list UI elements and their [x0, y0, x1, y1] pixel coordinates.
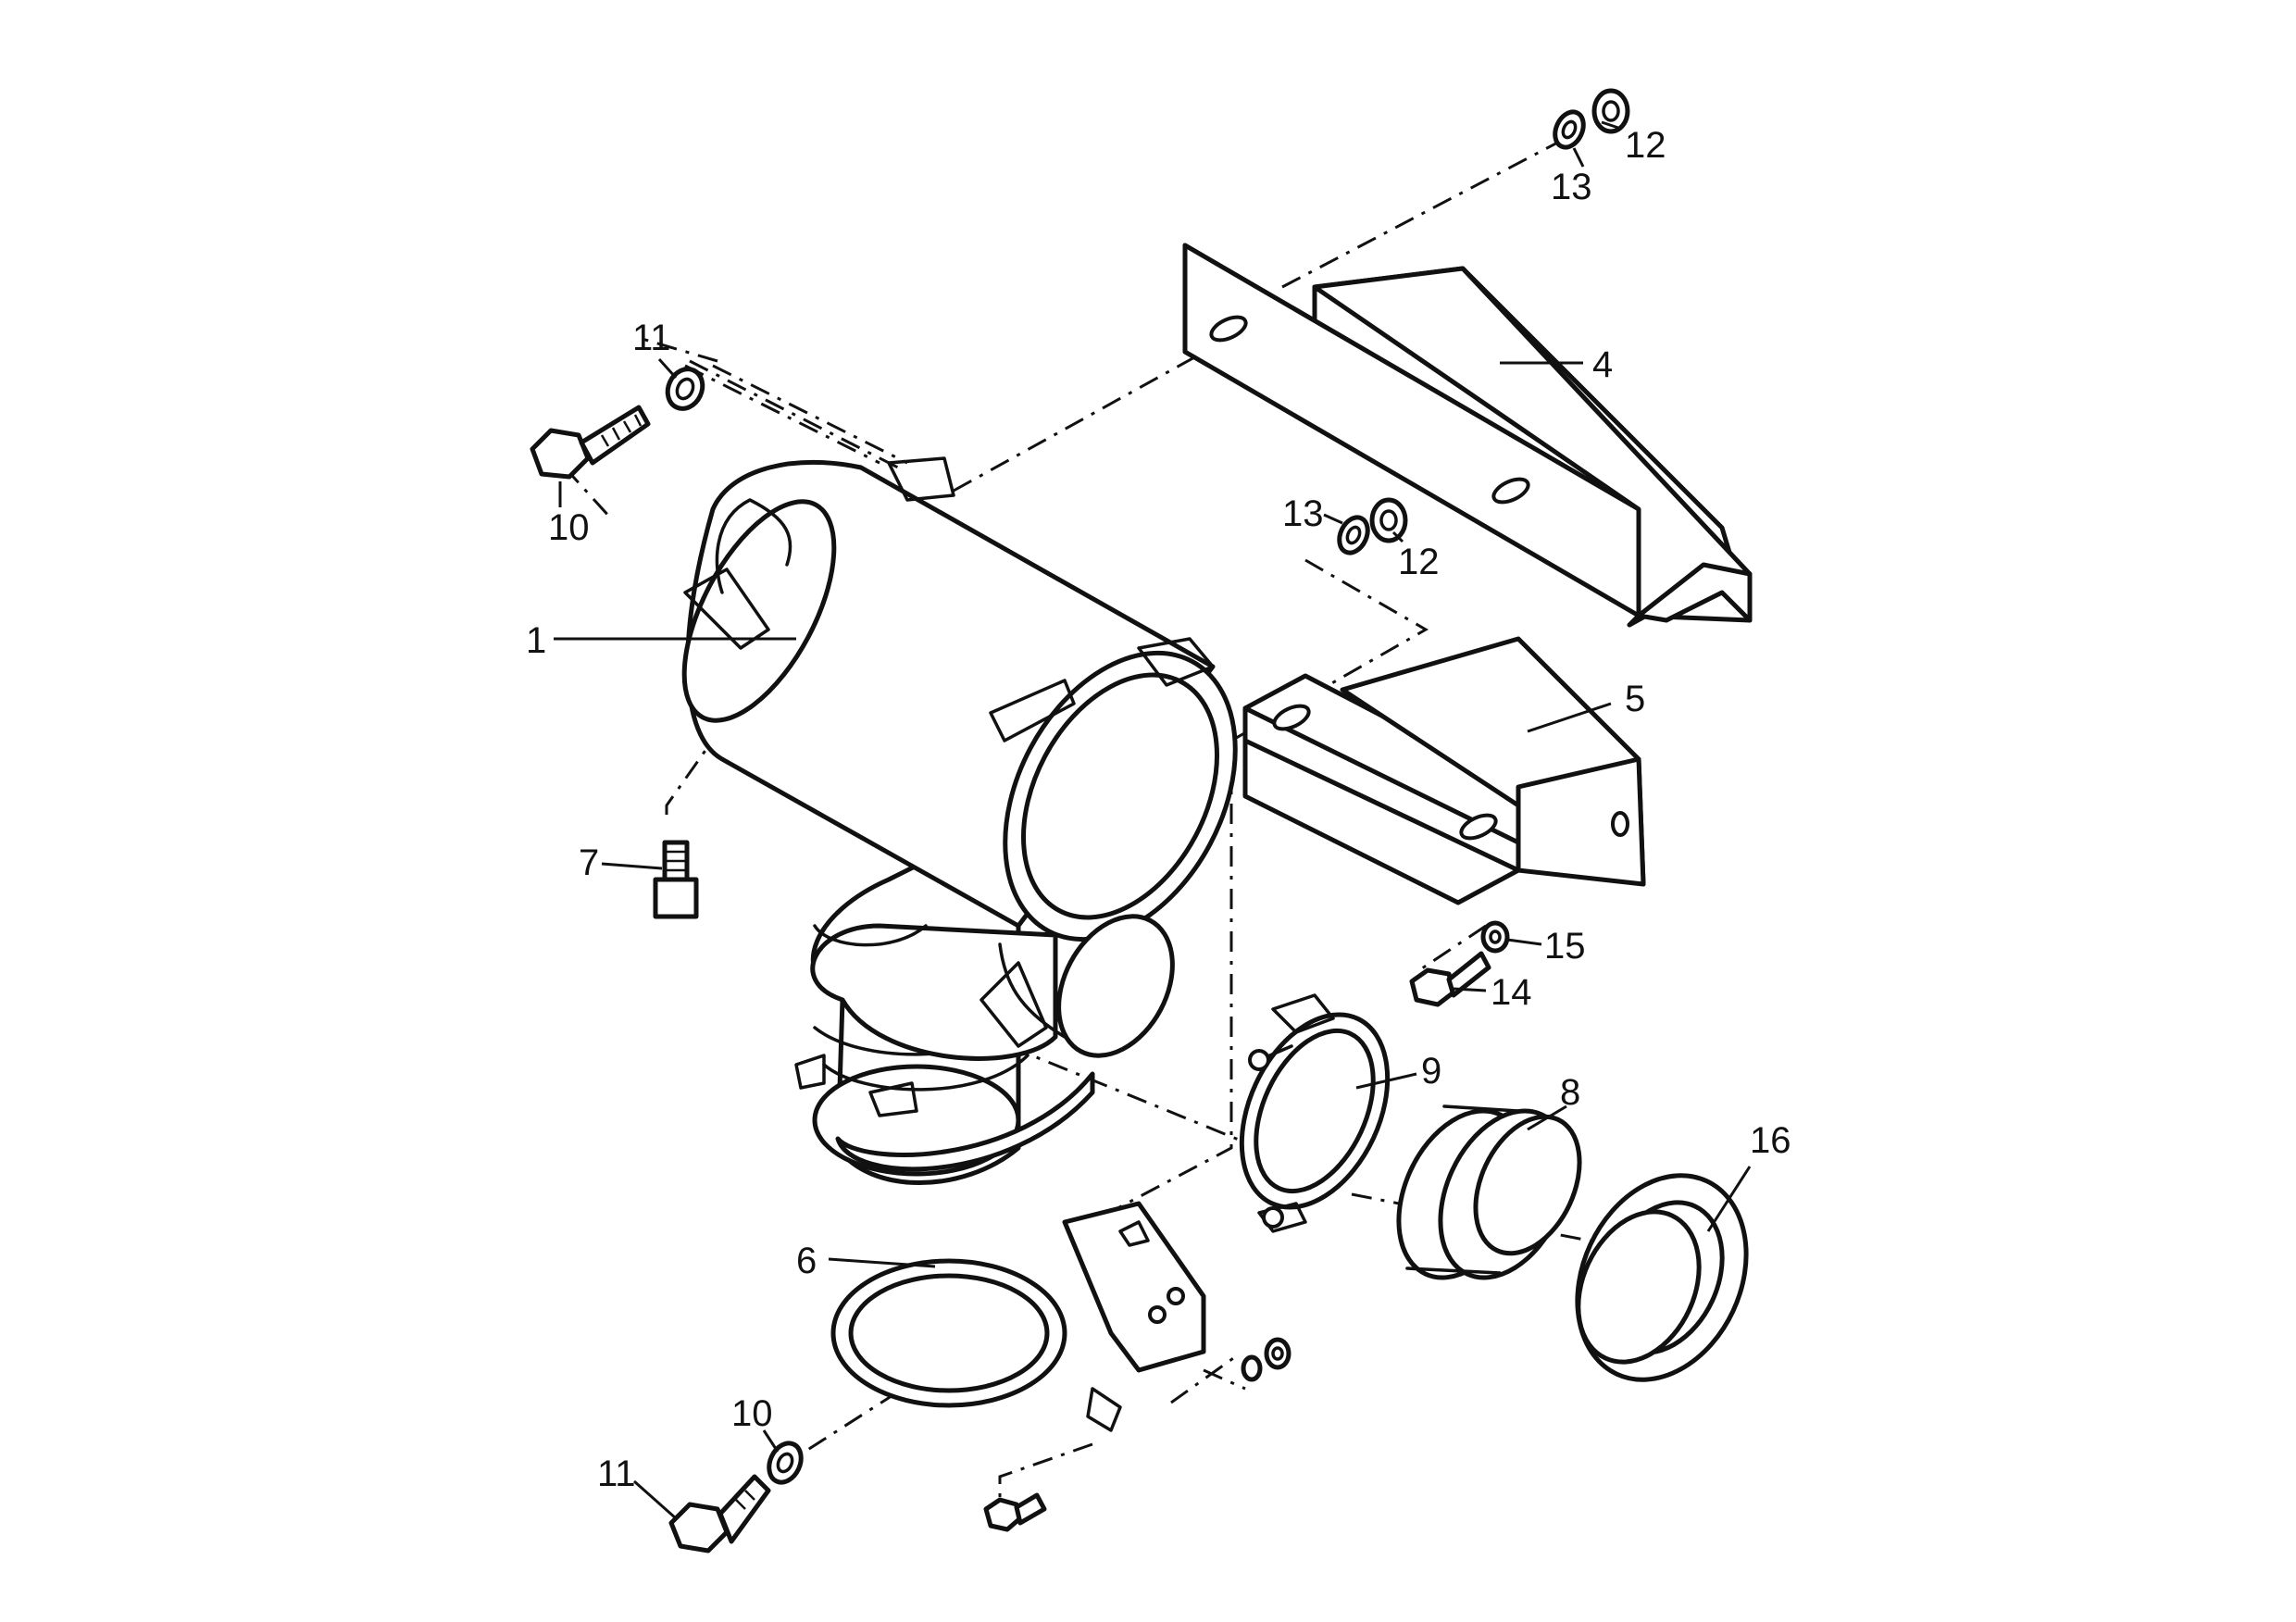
nut-middle	[1369, 497, 1408, 543]
assembly-centerlines	[563, 137, 1732, 1500]
washer-middle	[1337, 515, 1370, 555]
bolt-upper-left	[530, 405, 651, 480]
washer-top-right	[1553, 109, 1586, 150]
callout-12-top: 12	[1625, 125, 1666, 166]
mounting-band	[830, 1201, 1206, 1432]
washer-upper-left	[665, 367, 705, 411]
nut-band	[1264, 1337, 1292, 1370]
callout-1: 1	[526, 620, 546, 661]
washer-15	[1480, 920, 1510, 954]
fasteners	[530, 88, 1630, 1553]
washer-band	[1241, 1354, 1263, 1382]
callout-9: 9	[1421, 1051, 1441, 1092]
air-cleaner-housing	[681, 456, 1238, 1185]
rubber-hose	[1396, 1104, 1582, 1280]
callout-7: 7	[579, 842, 599, 883]
callout-13-middle: 13	[1282, 493, 1324, 534]
mounting-bracket-upper	[1182, 243, 1753, 628]
callout-12-middle: 12	[1398, 542, 1440, 582]
callout-14: 14	[1491, 972, 1532, 1013]
bolt-band	[983, 1492, 1047, 1532]
mounting-bracket-lower	[1242, 636, 1646, 905]
bolt-14	[1409, 951, 1491, 1007]
callout-16: 16	[1750, 1120, 1791, 1161]
callout-13-top: 13	[1551, 167, 1592, 207]
washer-lower-left	[767, 1441, 804, 1485]
callout-10-lower: 10	[731, 1393, 773, 1434]
callout-10-upper: 10	[548, 507, 590, 548]
seal-ring	[1575, 1173, 1749, 1382]
callout-8: 8	[1560, 1072, 1580, 1113]
callout-4: 4	[1592, 344, 1613, 385]
stud	[653, 840, 699, 919]
callout-11-upper: 11	[632, 318, 671, 358]
bolt-lower-left	[668, 1474, 771, 1553]
callout-5: 5	[1625, 679, 1645, 719]
callouts: 1 4 5 6 7 8 9 10 10 11 11 12 12 13 13 14…	[526, 125, 1791, 1494]
callout-11-lower: 11	[597, 1454, 636, 1494]
callout-6: 6	[796, 1241, 817, 1281]
callout-15: 15	[1544, 926, 1586, 967]
leader-lines	[554, 120, 1752, 1520]
hose-clamp	[1239, 993, 1391, 1233]
